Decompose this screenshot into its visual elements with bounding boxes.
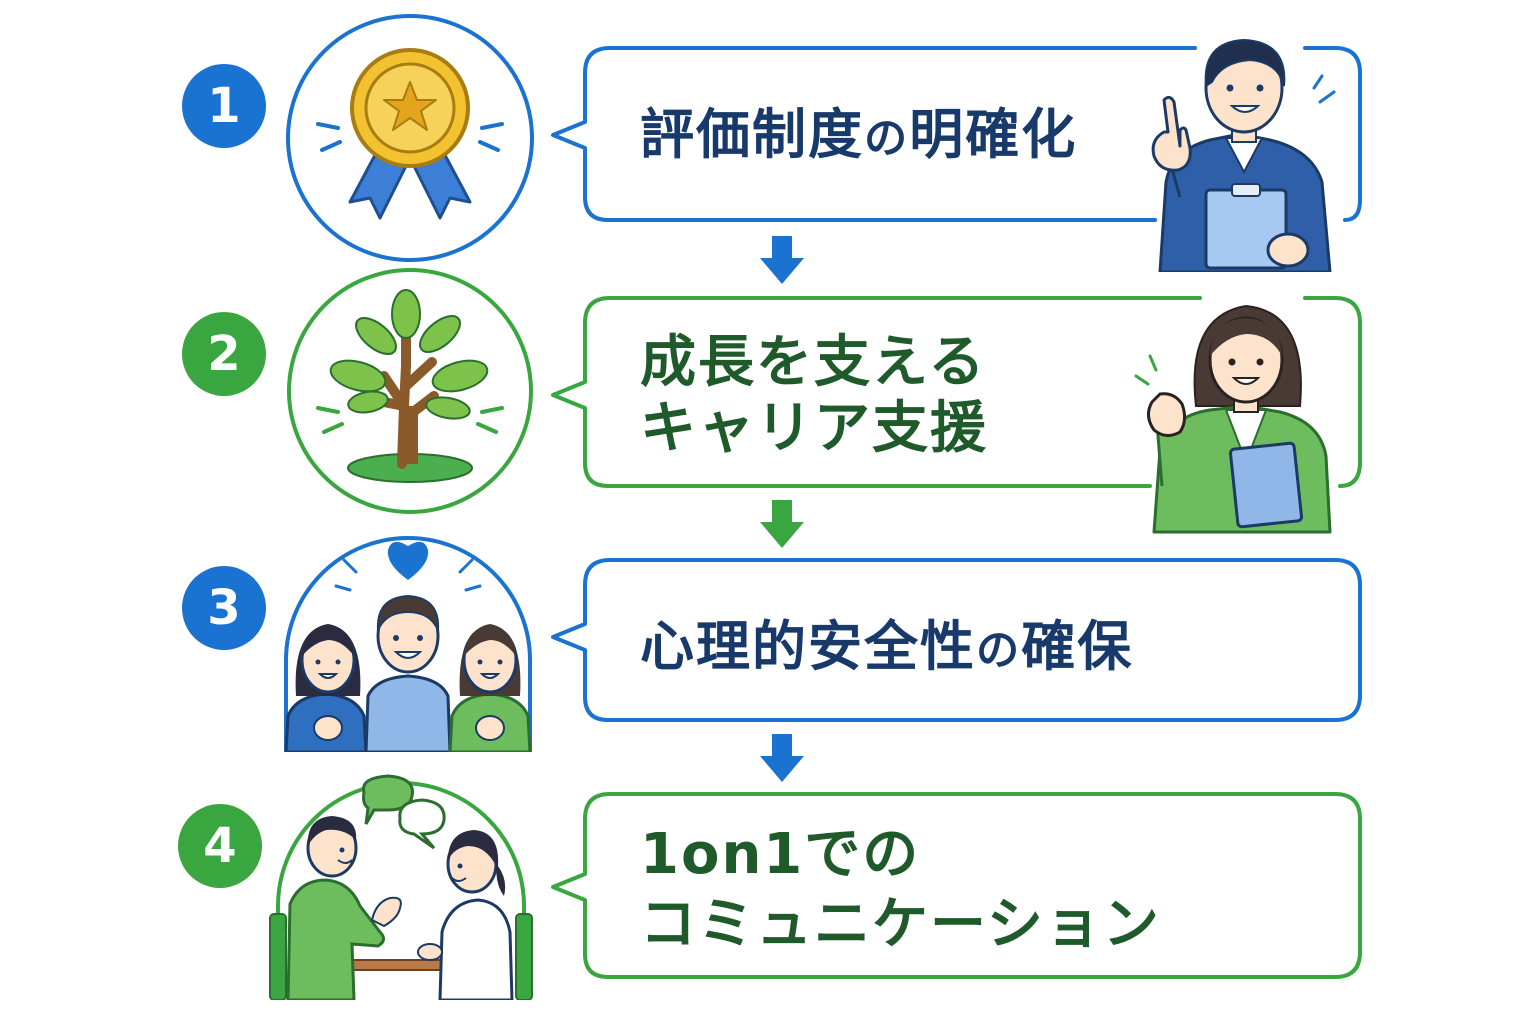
arrow-down-2 (760, 500, 804, 548)
step-3-title: 心理的安全性の確保 (640, 612, 1133, 682)
medal-icon (284, 12, 536, 264)
step-2-title-line2: キャリア支援 (640, 396, 988, 461)
step-4-number-badge: 4 (178, 804, 262, 888)
step-4-title-line1: 1on1での (640, 822, 921, 887)
step-2-number-badge: 2 (182, 312, 266, 396)
tree-icon (284, 266, 536, 516)
step-1-title-main: 評価制度 (640, 103, 864, 166)
step-3-number-badge: 3 (182, 566, 266, 650)
step-1-title: 評価制度の明確化 (640, 100, 1077, 170)
step-3-title-main: 心理的安全性 (640, 615, 976, 678)
businesswoman-fist-illustration (1130, 286, 1340, 536)
step-3-title-particle: の (976, 626, 1022, 676)
step-4-title-line2: コミュニケーション (640, 892, 1161, 957)
step-1-title-particle: の (864, 114, 910, 164)
businessman-pointing-illustration (1140, 22, 1350, 272)
step-3-bubble (551, 558, 1362, 722)
conversation-icon (264, 756, 538, 1000)
step-2-title: 成長を支える キャリア支援 (640, 330, 988, 462)
step-1-bubble (551, 46, 1362, 222)
arrow-down-1 (760, 236, 804, 284)
step-1-number-badge: 1 (182, 64, 266, 148)
step-2-title-line1: 成長を支える (640, 330, 987, 395)
step-4-title: 1on1での コミュニケーション (640, 820, 1161, 960)
team-heart-icon (280, 520, 536, 752)
arrow-down-3 (760, 734, 804, 782)
step-3-title-end: 確保 (1021, 615, 1134, 678)
step-4-bubble (551, 792, 1362, 979)
step-1-title-end: 明確化 (909, 103, 1078, 166)
step-2-bubble (551, 296, 1362, 488)
